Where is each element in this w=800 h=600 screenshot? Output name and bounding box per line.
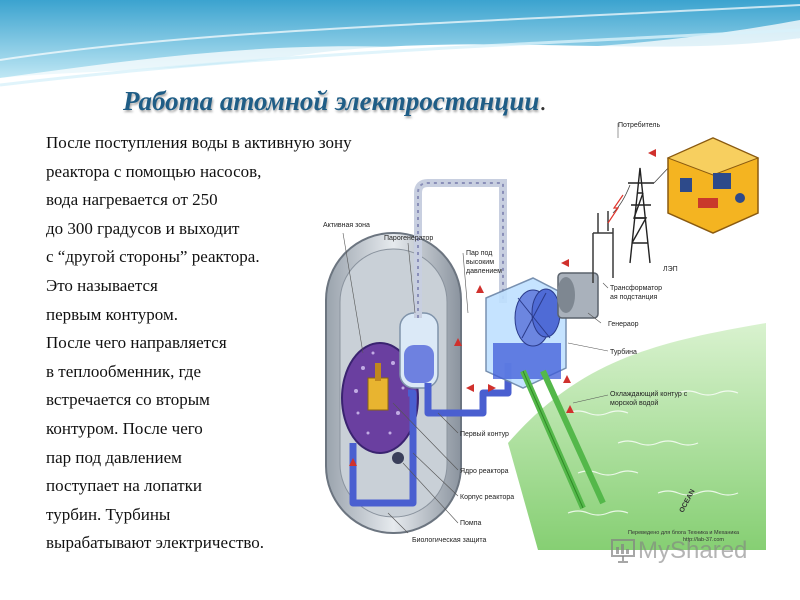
body-line: реактора с помощью насосов, (46, 158, 336, 187)
body-line: Это называется (46, 272, 336, 301)
body-line: вода нагревается от 250 (46, 186, 336, 215)
label-reactor-core: Ядро реактора (460, 468, 509, 475)
npp-diagram: Потребитель Активная зона Парогенератор … (318, 113, 766, 550)
reactor-core (368, 378, 388, 410)
body-line: После чего направляется (46, 329, 336, 358)
body-line: турбин. Турбины (46, 501, 336, 530)
label-transformer-1: Трансформатор (610, 285, 662, 292)
watermark-chart-icon (610, 537, 636, 563)
body-line: пар под давлением (46, 444, 336, 473)
label-consumer: Потребитель (618, 121, 660, 129)
label-high-pressure-steam-2: высоким (466, 259, 494, 266)
label-transformer-2: ая подстанция (610, 294, 658, 301)
label-generator: Генераор (608, 321, 639, 328)
credit-line-1: Переведено для блога Техника и Механика (628, 530, 740, 536)
body-line: вырабатывают электричество. (46, 529, 336, 558)
body-text: После поступления воды в активную зону р… (46, 129, 336, 558)
label-high-pressure-steam-1: Пар под (466, 250, 492, 257)
label-active-zone: Активная зона (323, 222, 370, 229)
label-steam-generator: Парогенератор (384, 235, 433, 242)
body-line: с “другой стороны” реактора. (46, 243, 336, 272)
header-banner (0, 0, 800, 90)
label-pump: Помпа (460, 520, 482, 527)
body-line: встречается со вторым (46, 386, 336, 415)
label-turbine: Турбина (610, 348, 637, 356)
pump-icon (392, 452, 404, 464)
label-bio-shield: Биологическая защита (412, 537, 487, 544)
label-cooling-2: морской водой (610, 399, 658, 407)
body-line: поступает на лопатки (46, 472, 336, 501)
slide-title-suffix: . (539, 86, 546, 116)
body-line: первым контуром. (46, 301, 336, 330)
label-high-pressure-steam-3: давлением (466, 268, 502, 275)
body-line: После поступления воды в активную зону (46, 129, 336, 158)
slide-title-text: Работа атомной электростанции (123, 86, 539, 116)
label-primary-circuit: Первый контур (460, 430, 509, 438)
label-power-line: ЛЭП (663, 266, 678, 273)
power-line-tower (628, 168, 654, 263)
body-line: контуром. После чего (46, 415, 336, 444)
watermark-text: МyShared (638, 537, 747, 565)
label-reactor-vessel: Корпус реактора (460, 494, 514, 501)
body-line: до 300 градусов и выходит (46, 215, 336, 244)
label-cooling-1: Охлаждающий контур с (610, 390, 688, 398)
transformer-substation (593, 211, 613, 283)
body-line: в теплообменник, где (46, 358, 336, 387)
